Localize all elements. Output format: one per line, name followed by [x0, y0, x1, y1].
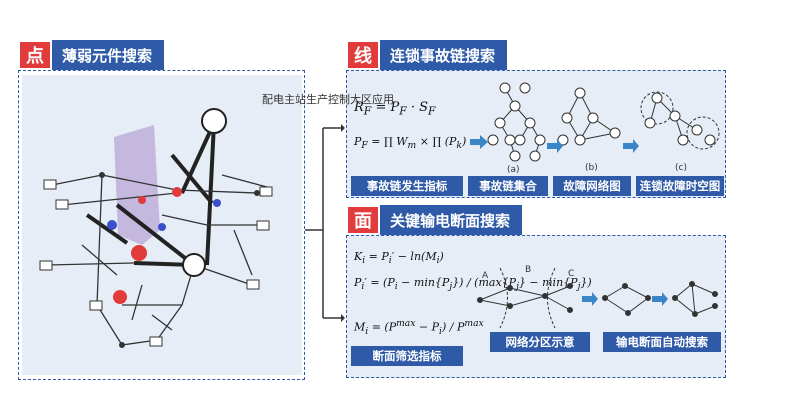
thin-lines — [46, 174, 268, 346]
right-arrow-icon — [623, 139, 639, 153]
label-section-indicator: 断面筛选指标 — [351, 346, 463, 366]
node-red-2 — [113, 290, 127, 304]
node-red-3 — [172, 187, 182, 197]
label-chain-set: 事故链集合 — [468, 176, 548, 196]
formula-pprime: Pi′ = (Pi − min{Pj}) / (max{Pj} − min{Pj… — [354, 276, 592, 293]
auto-search-1 — [602, 283, 651, 316]
zone-label-a: A — [482, 271, 489, 281]
node-blue-2 — [158, 223, 166, 231]
label-chain-indicator: 事故链发生指标 — [351, 176, 463, 196]
right-arrow-icon — [582, 292, 598, 306]
sub-label-a: (a) — [507, 165, 520, 173]
right-arrow-icon — [470, 135, 488, 149]
auto-search-2 — [672, 281, 718, 317]
line-badge: 线 — [346, 40, 380, 70]
label-partition: 网络分区示意 — [490, 332, 590, 352]
face-badge: 面 — [346, 205, 380, 235]
point-badge: 点 — [18, 40, 52, 70]
right-arrow-icon — [547, 139, 563, 153]
face-panel-header: 面 关键输电断面搜索 — [346, 205, 523, 235]
point-panel-header: 点 薄弱元件搜索 — [18, 40, 165, 70]
formula-r: RF = PF · SF — [354, 100, 436, 118]
sub-label-c: (c) — [675, 163, 687, 173]
station-boxes — [39, 179, 273, 347]
diagram-a — [487, 82, 546, 162]
node-red-4 — [138, 196, 146, 204]
overlay-caption: 配电主站生产控制大区应用 — [262, 93, 394, 106]
network-nodes — [99, 108, 265, 348]
zone-label-c: C — [568, 269, 574, 279]
right-arrow-icon — [652, 292, 668, 306]
partition-diagrams: A B C — [477, 265, 718, 329]
chain-diagrams: (a) (b) (c) — [487, 82, 720, 173]
thick-lines — [85, 122, 216, 267]
line-panel-title: 连锁事故链搜索 — [390, 46, 496, 65]
node-large-center — [182, 253, 206, 277]
node-small-3 — [119, 342, 125, 348]
point-panel-title: 薄弱元件搜索 — [62, 46, 153, 65]
sub-label-b: (b) — [585, 163, 598, 173]
formula-m: Mi = (Pmax − Pi) / Pmax — [354, 318, 484, 337]
formula-k: Ki = Pi′ − ln(Mi) — [354, 250, 444, 267]
bracket-connector — [305, 124, 345, 322]
node-large-top — [201, 108, 227, 134]
zone-label-b: B — [525, 265, 531, 275]
highlight-region — [114, 125, 160, 245]
formula-p: PF = ∏ Wm × ∏ (Pk) — [354, 135, 467, 152]
partition-network — [477, 267, 573, 329]
node-blue-3 — [213, 199, 221, 207]
diagram-b — [557, 87, 621, 146]
face-panel-title: 关键输电断面搜索 — [390, 211, 511, 230]
point-panel-frame — [18, 70, 305, 380]
grid-network-diagram — [22, 75, 302, 375]
line-panel-header: 线 连锁事故链搜索 — [346, 40, 508, 70]
node-small-1 — [99, 172, 105, 178]
diagram-c — [640, 91, 720, 150]
label-auto-search: 输电断面自动搜索 — [603, 332, 721, 352]
label-fault-network: 故障网络图 — [553, 176, 631, 196]
node-red-1 — [131, 245, 147, 261]
node-small-2 — [254, 190, 260, 196]
node-blue-1 — [107, 220, 117, 230]
label-spacetime: 连锁故障时空图 — [636, 176, 724, 196]
